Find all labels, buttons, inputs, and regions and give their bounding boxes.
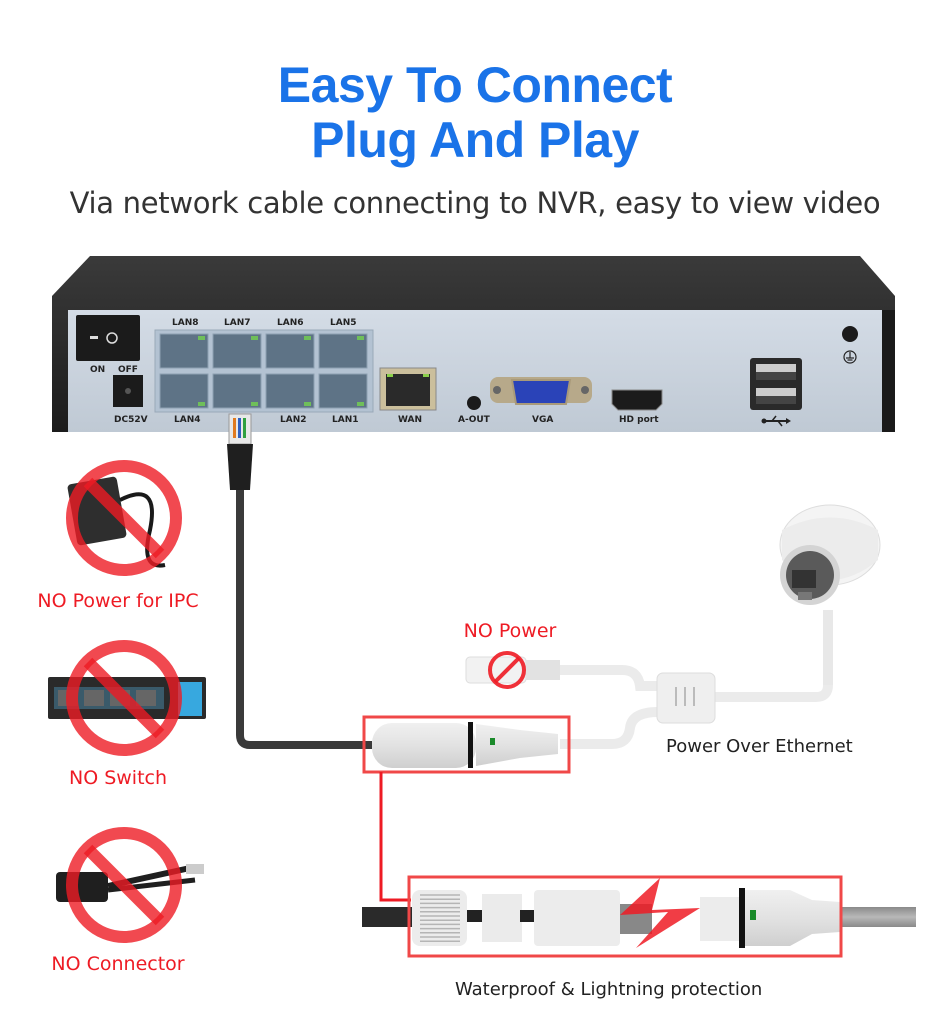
ethernet-cable bbox=[227, 413, 372, 749]
lan-port-group bbox=[159, 333, 368, 409]
dc-power-jack bbox=[113, 375, 143, 407]
audio-out-label: A-OUT bbox=[458, 415, 491, 425]
ground-screw bbox=[842, 326, 858, 342]
no-power-adapter bbox=[66, 460, 182, 576]
switch-off-label: OFF bbox=[118, 365, 138, 375]
no-power-prohibited-icon bbox=[488, 651, 526, 689]
vga-port bbox=[490, 377, 592, 405]
lightning-bolt-icon bbox=[620, 878, 700, 948]
port-led bbox=[304, 336, 311, 340]
callout-line bbox=[379, 772, 411, 902]
port-led bbox=[198, 402, 205, 406]
lan6-label: LAN6 bbox=[277, 318, 304, 328]
hdmi-port bbox=[611, 389, 663, 411]
port-led bbox=[251, 402, 258, 406]
vga-label: VGA bbox=[532, 415, 553, 425]
title-line-1: Easy To Connect bbox=[277, 57, 673, 113]
lan4-label: LAN4 bbox=[174, 415, 201, 425]
usb-icon bbox=[761, 415, 791, 427]
lan1-label: LAN1 bbox=[332, 415, 359, 425]
subtitle: Via network cable connecting to NVR, eas… bbox=[69, 186, 881, 220]
usb-ports bbox=[750, 358, 802, 410]
nvr-recorder: ON OFF DC52V LAN8 LAN7 LAN6 LAN5 LAN4 LA… bbox=[52, 256, 895, 432]
port-led bbox=[198, 336, 205, 340]
no-power-label: NO Power bbox=[463, 620, 557, 642]
lan8-label: LAN8 bbox=[172, 318, 199, 328]
poe-highlight-box bbox=[362, 715, 571, 774]
audio-out-jack bbox=[467, 396, 481, 410]
lan7-label: LAN7 bbox=[224, 318, 251, 328]
dome-camera bbox=[779, 504, 881, 685]
waterproof-label: Waterproof & Lightning protection bbox=[455, 979, 763, 1000]
wan-label: WAN bbox=[398, 415, 422, 425]
lan2-label: LAN2 bbox=[280, 415, 307, 425]
no-power-ipc-label: NO Power for IPC bbox=[37, 590, 199, 612]
no-switch-label: NO Switch bbox=[68, 767, 168, 789]
no-poe-splitter bbox=[56, 827, 204, 943]
poe-label: Power Over Ethernet bbox=[666, 736, 853, 757]
title-line-2: Plug And Play bbox=[311, 112, 639, 168]
port-led bbox=[251, 336, 258, 340]
lan5-label: LAN5 bbox=[330, 318, 357, 328]
port-led bbox=[357, 336, 364, 340]
dc-label: DC52V bbox=[114, 415, 148, 425]
port-led bbox=[304, 402, 311, 406]
lan-port bbox=[212, 373, 262, 409]
wan-port bbox=[379, 367, 437, 411]
no-connector-label: NO Connector bbox=[51, 953, 185, 975]
hd-port-label: HD port bbox=[619, 415, 659, 425]
ground-icon bbox=[843, 350, 857, 364]
no-network-switch bbox=[48, 640, 206, 756]
waterproof-connector-assembly bbox=[362, 878, 916, 948]
waterproof-highlight-box bbox=[407, 875, 843, 958]
port-led bbox=[357, 402, 364, 406]
switch-on-label: ON bbox=[90, 365, 105, 375]
poe-rj45-plug bbox=[372, 722, 558, 768]
power-switch[interactable] bbox=[76, 315, 140, 361]
